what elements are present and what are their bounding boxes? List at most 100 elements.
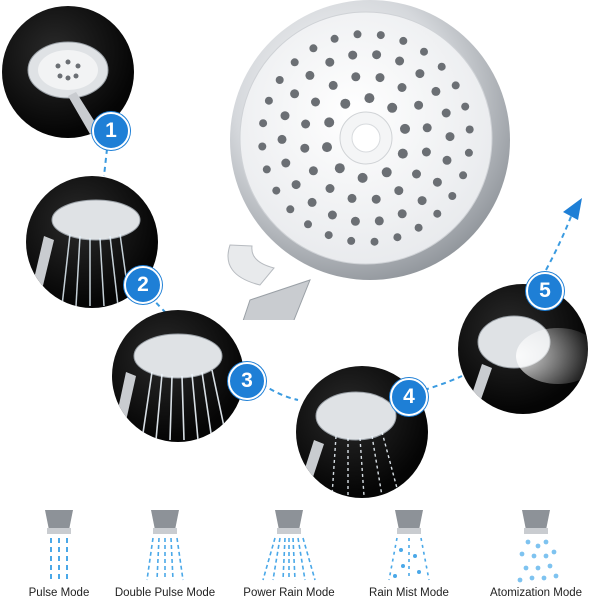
nozzle <box>414 100 424 110</box>
nozzle <box>437 62 446 71</box>
nozzle <box>301 119 311 129</box>
nozzle <box>415 69 425 79</box>
mode-rain-mist: Rain Mist Mode <box>349 500 469 600</box>
shower-head-image <box>200 0 520 331</box>
mode-label: Rain Mist Mode <box>369 587 449 599</box>
nozzle <box>340 98 351 109</box>
nozzle <box>448 192 457 200</box>
mode-label: Double Pulse Mode <box>114 587 216 599</box>
nozzle <box>414 223 423 232</box>
step-badge: 5 <box>526 272 564 310</box>
step-badge: 2 <box>124 266 162 304</box>
nozzle <box>262 165 271 174</box>
nozzle <box>307 197 317 207</box>
nozzle <box>397 83 407 92</box>
nozzle <box>421 147 431 157</box>
nozzle <box>286 205 295 214</box>
mode-label: Pulse Mode <box>28 587 90 599</box>
mode-label: Power Rain Mode <box>243 587 335 599</box>
nozzle <box>451 81 460 90</box>
nozzle <box>445 132 455 142</box>
nozzle <box>347 236 356 245</box>
pulse-spray-icon <box>45 510 73 580</box>
nozzle <box>322 142 332 153</box>
nozzle <box>350 216 360 226</box>
nozzle <box>291 180 301 190</box>
nozzle <box>324 231 333 240</box>
nozzle <box>353 30 362 39</box>
mode-power-rain: Power Rain Mode <box>229 500 349 600</box>
nozzle <box>300 143 310 153</box>
nozzle <box>374 216 384 226</box>
nozzle <box>259 119 268 128</box>
nozzle <box>375 73 385 83</box>
spray-mode-legend: Pulse Mode Double Pulse Mode <box>0 500 600 600</box>
nozzle <box>311 97 320 107</box>
nozzle <box>394 186 404 196</box>
nozzle <box>357 172 368 183</box>
nozzle <box>381 167 392 178</box>
nozzle <box>465 125 474 134</box>
nozzle <box>442 155 452 165</box>
nozzle <box>280 111 290 121</box>
nozzle <box>281 158 291 168</box>
mode-double-pulse: Double Pulse Mode <box>105 500 225 600</box>
nozzle <box>328 80 338 90</box>
nozzle <box>397 209 407 219</box>
mode-label: Atomization Mode <box>489 587 583 599</box>
arrow-head-icon <box>563 198 582 220</box>
nozzle <box>412 169 421 179</box>
nozzle <box>399 36 408 45</box>
step-5-photo <box>458 284 588 414</box>
nozzle <box>459 171 468 180</box>
atomization-spray-icon <box>517 510 559 583</box>
nozzle <box>258 142 267 151</box>
nozzle <box>347 193 357 203</box>
nozzle-grid <box>258 30 474 246</box>
nozzle <box>387 102 398 113</box>
nozzle <box>325 184 335 193</box>
nozzle <box>277 134 287 144</box>
nozzle <box>397 148 408 159</box>
nozzle <box>275 76 284 84</box>
nozzle <box>272 186 281 195</box>
nozzle <box>371 194 381 204</box>
nozzle <box>441 108 451 118</box>
nozzle <box>324 117 335 128</box>
nozzle <box>417 196 427 206</box>
nozzle <box>290 58 299 67</box>
step-badge: 1 <box>92 112 130 150</box>
nozzle <box>309 44 318 53</box>
nozzle <box>400 123 410 134</box>
nozzle <box>351 72 361 82</box>
nozzle <box>420 47 428 56</box>
nozzle <box>370 237 379 246</box>
nozzle <box>348 50 358 60</box>
nozzle <box>308 166 318 176</box>
power-rain-spray-icon <box>262 510 316 581</box>
nozzle <box>305 70 315 80</box>
nozzle <box>422 123 432 133</box>
double-pulse-spray-icon <box>146 510 184 581</box>
mode-pulse: Pulse Mode <box>0 500 119 600</box>
nozzle <box>372 50 382 60</box>
step-badge: 4 <box>390 378 428 416</box>
nozzle <box>464 148 473 157</box>
step-badge: 3 <box>228 362 266 400</box>
rain-mist-spray-icon <box>388 510 430 581</box>
nozzle <box>304 220 312 229</box>
nozzle <box>325 57 335 67</box>
nozzle <box>431 86 441 96</box>
step-3-photo <box>112 310 244 442</box>
nozzle <box>327 210 337 220</box>
nozzle <box>393 233 402 242</box>
nozzle <box>461 102 470 111</box>
nozzle <box>290 89 300 99</box>
nozzle <box>330 34 339 43</box>
nozzle <box>264 96 273 105</box>
nozzle <box>364 93 375 104</box>
nozzle <box>433 209 442 218</box>
nozzle <box>432 177 442 187</box>
mode-atomization: Atomization Mode <box>476 500 596 600</box>
